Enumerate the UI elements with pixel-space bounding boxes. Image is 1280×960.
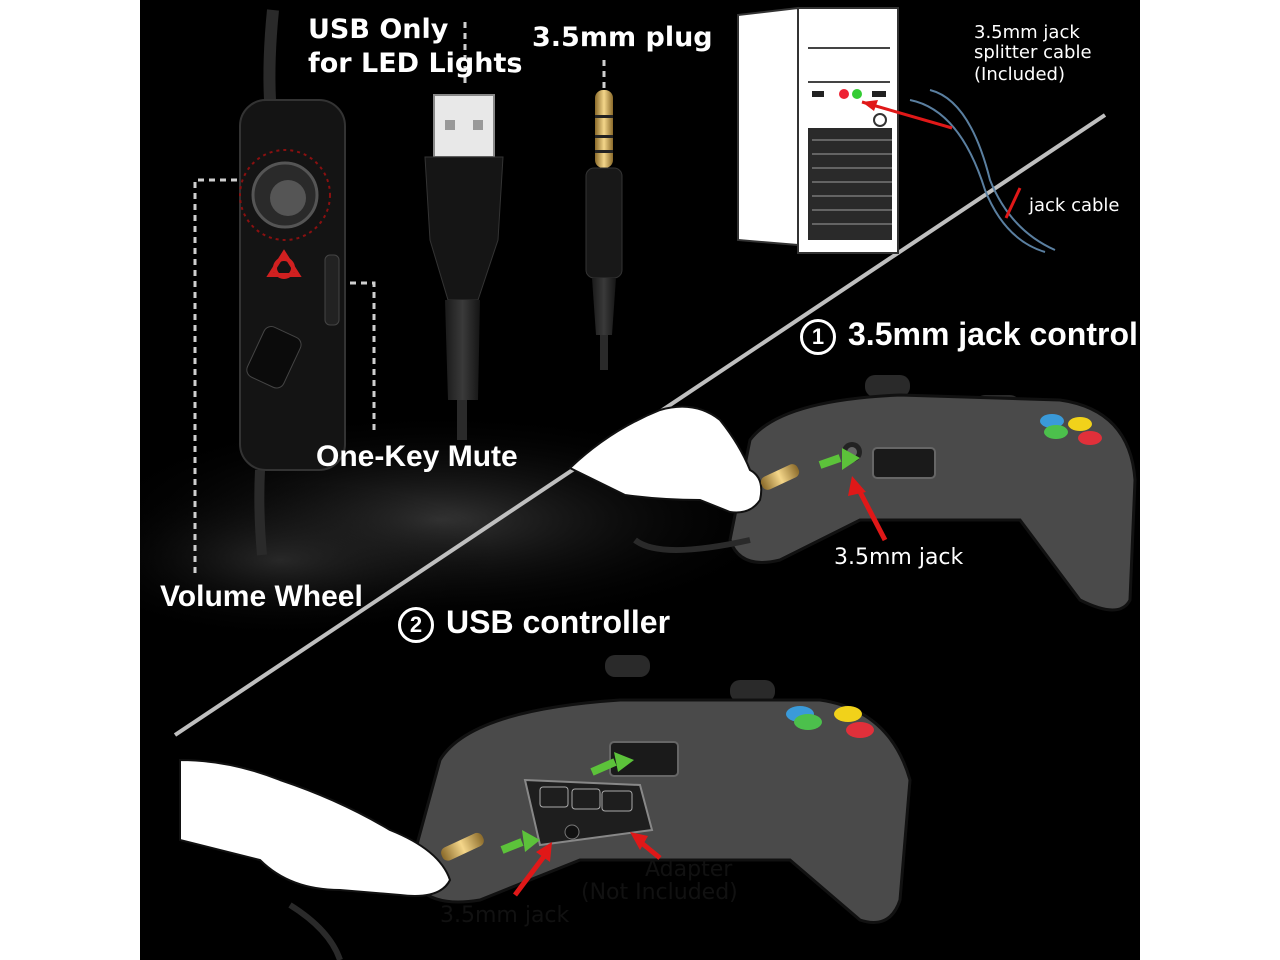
pc-red-arrow: [861, 100, 953, 130]
gamepad-icon-1: [728, 375, 1137, 612]
jack-label-2: 3.5mm jack: [440, 903, 570, 928]
jack-cable-label: jack cable: [1029, 195, 1120, 216]
green-arrow-1: [818, 454, 842, 469]
step1-heading: 1 3.5mm jack controller: [800, 316, 1140, 355]
step1-title: 3.5mm jack controller: [848, 316, 1140, 352]
step1-number: 1: [800, 318, 836, 355]
pc-tower-icon: [737, 6, 899, 254]
step2-heading: 2 USB controller: [398, 604, 670, 643]
green-arrow-2: [500, 838, 524, 854]
hand-icon-1: [568, 405, 800, 553]
jack-label-1: 3.5mm jack: [834, 545, 964, 570]
adapter-label: Adapter: [645, 857, 733, 882]
one-key-mute-label: One-Key Mute: [316, 440, 518, 473]
volume-wheel-label: Volume Wheel: [160, 580, 363, 613]
splitter-label-3: (Included): [974, 64, 1065, 85]
aux-plug-icon: [585, 90, 623, 370]
splitter-label-1: 3.5mm jack: [974, 22, 1080, 43]
splitter-cable-icon: [909, 89, 1056, 253]
step2-title: USB controller: [446, 604, 671, 640]
red-arrow-2: [513, 853, 547, 897]
leader-lines: [193, 22, 606, 575]
inline-controller-icon: [239, 9, 346, 556]
led-lights-label: for LED Lights: [308, 48, 523, 79]
product-infographic: USB Only for LED Lights 3.5mm plug 3.5mm…: [140, 0, 1140, 960]
plug-label: 3.5mm plug: [532, 22, 713, 53]
usb-plug-icon: [424, 94, 504, 440]
hand-icon-2: [179, 758, 484, 960]
usb-only-label: USB Only: [308, 14, 449, 45]
step2-number: 2: [398, 606, 434, 643]
splitter-label-2: splitter cable: [974, 42, 1092, 63]
illustration-canvas: [140, 6, 1137, 960]
red-arrow-1: [855, 486, 888, 542]
not-included-label: (Not Included): [581, 880, 738, 905]
